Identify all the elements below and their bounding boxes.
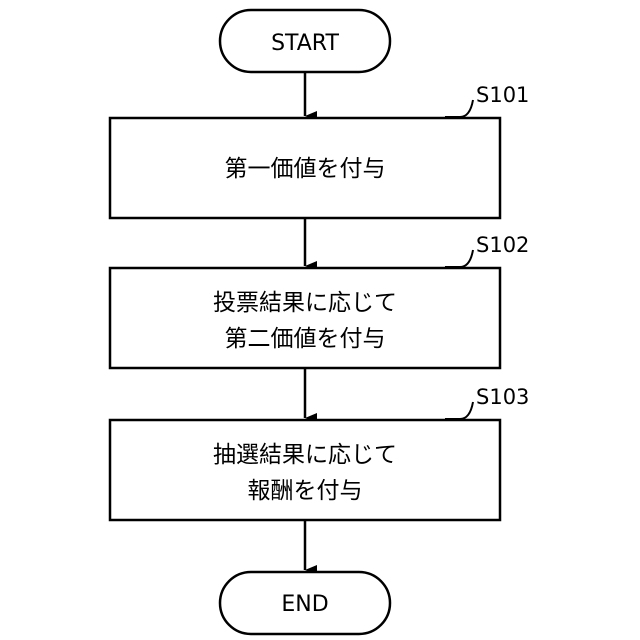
step-s103-id: S103: [476, 385, 529, 409]
start-terminal: START: [220, 10, 390, 72]
step-s101-leader: [445, 100, 473, 117]
step-s102-line-2: 第二価値を付与: [225, 326, 386, 352]
step-s102-leader: [445, 250, 473, 267]
step-s103-box: [110, 420, 500, 520]
end-terminal: END: [220, 572, 390, 634]
step-s103-line-2: 報酬を付与: [248, 478, 363, 504]
step-s102: 投票結果に応じて 第二価値を付与 S102: [110, 233, 529, 368]
step-s103-line-1: 抽選結果に応じて: [213, 442, 397, 468]
step-s102-box: [110, 268, 500, 368]
end-label: END: [281, 592, 328, 617]
step-s102-id: S102: [476, 233, 529, 257]
step-s102-line-1: 投票結果に応じて: [213, 290, 397, 316]
step-s103-leader: [445, 402, 473, 419]
step-s103: 抽選結果に応じて 報酬を付与 S103: [110, 385, 529, 520]
step-s101-line-1: 第一価値を付与: [225, 156, 386, 182]
step-s101: 第一価値を付与 S101: [110, 83, 529, 218]
step-s101-id: S101: [476, 83, 529, 107]
start-label: START: [271, 31, 339, 56]
